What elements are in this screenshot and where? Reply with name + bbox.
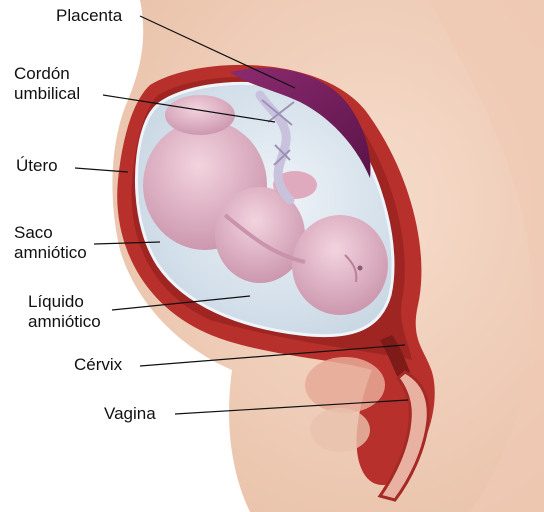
pubic-region <box>310 408 370 452</box>
label-cordon-line1: Cordón <box>14 64 80 84</box>
label-cervix-text: Cérvix <box>74 355 122 375</box>
label-liquido-line2: amniótico <box>28 312 101 332</box>
label-saco-line1: Saco <box>14 223 87 243</box>
label-saco-line2: amniótico <box>14 243 87 263</box>
label-cordon-umbilical: Cordón umbilical <box>14 64 80 104</box>
label-placenta-text: Placenta <box>56 6 122 26</box>
label-vagina-text: Vagina <box>104 404 156 424</box>
label-utero: Útero <box>16 156 58 176</box>
label-saco-amniotico: Saco amniótico <box>14 223 87 263</box>
bladder <box>305 357 385 413</box>
label-placenta: Placenta <box>56 6 122 26</box>
label-liquido-line1: Líquido <box>28 292 101 312</box>
label-vagina: Vagina <box>104 404 156 424</box>
label-liquido-amniotico: Líquido amniótico <box>28 292 101 332</box>
label-utero-text: Útero <box>16 156 58 176</box>
label-cervix: Cérvix <box>74 355 122 375</box>
label-cordon-line2: umbilical <box>14 84 80 104</box>
